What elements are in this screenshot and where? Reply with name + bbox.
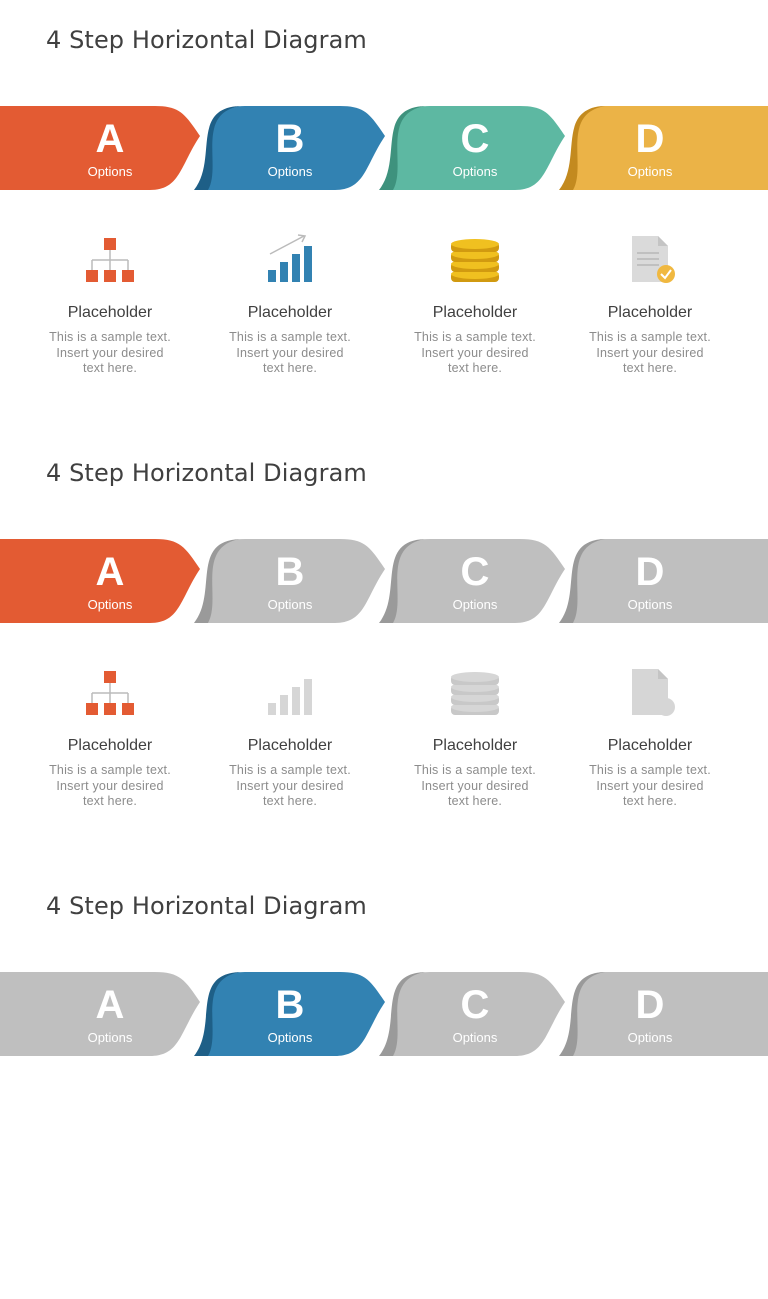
step-segment-a[interactable] — [0, 539, 200, 623]
step-letter: D — [635, 117, 665, 161]
step-label: Options — [267, 597, 313, 612]
placeholder-text-line: text here. — [447, 794, 503, 808]
placeholder-text: This is a sample text.Insert your desire… — [405, 330, 545, 377]
placeholder-text: This is a sample text.Insert your desire… — [220, 330, 360, 377]
step-label: Options — [627, 1030, 673, 1045]
step-label: Options — [267, 1030, 313, 1045]
placeholder-heading: Placeholder — [432, 737, 518, 754]
ribbon-fold — [379, 106, 425, 190]
placeholder-heading: Placeholder — [247, 304, 333, 321]
step-band — [0, 106, 768, 190]
step-label: Options — [267, 164, 313, 179]
step-letter: A — [95, 983, 125, 1027]
placeholder-heading: Placeholder — [67, 737, 153, 754]
slide-title: 4 Step Horizontal Diagram — [46, 26, 367, 54]
ribbon-fold — [559, 106, 605, 190]
placeholder-text: This is a sample text.Insert your desire… — [405, 763, 545, 810]
placeholder-text-line: Insert your desired — [421, 345, 529, 360]
step-letter: A — [95, 550, 125, 594]
step-segment-c[interactable] — [385, 539, 565, 623]
coins-icon — [451, 672, 499, 715]
placeholder-text-line: This is a sample text. — [49, 330, 171, 344]
placeholder-text-line: text here. — [447, 361, 503, 375]
org-chart-icon — [86, 238, 134, 282]
slide-title: 4 Step Horizontal Diagram — [46, 892, 367, 920]
placeholder-heading: Placeholder — [607, 737, 693, 754]
placeholder-heading: Placeholder — [67, 304, 153, 321]
placeholder-text-line: This is a sample text. — [589, 330, 711, 344]
coins-icon — [451, 239, 499, 282]
slide-title: 4 Step Horizontal Diagram — [46, 459, 367, 487]
step-label: Options — [87, 1030, 133, 1045]
placeholder-text-line: Insert your desired — [56, 345, 164, 360]
placeholder-text: This is a sample text.Insert your desire… — [40, 763, 180, 810]
step-label: Options — [627, 164, 673, 179]
step-letter: C — [460, 550, 490, 594]
step-segment-a[interactable] — [0, 106, 200, 190]
placeholder-text-line: Insert your desired — [596, 345, 704, 360]
step-letter: D — [635, 550, 665, 594]
bar-chart-icon — [268, 234, 312, 282]
step-letter: B — [275, 117, 305, 161]
step-segment-c[interactable] — [385, 106, 565, 190]
ribbon-fold — [559, 539, 605, 623]
step-letter: C — [460, 983, 490, 1027]
org-chart-icon — [86, 671, 134, 715]
placeholder-text-line: text here. — [82, 361, 138, 375]
ribbon-fold — [379, 539, 425, 623]
placeholder-text-line: This is a sample text. — [414, 330, 536, 344]
step-segment-b[interactable] — [200, 539, 385, 623]
placeholder-text: This is a sample text.Insert your desire… — [580, 763, 720, 810]
step-letter: C — [460, 117, 490, 161]
step-label: Options — [452, 1030, 498, 1045]
bar-chart-icon — [268, 679, 312, 715]
placeholder-text-line: Insert your desired — [421, 778, 529, 793]
placeholder-text-line: This is a sample text. — [414, 763, 536, 777]
placeholder-text-line: Insert your desired — [596, 778, 704, 793]
placeholder-text-line: text here. — [82, 794, 138, 808]
placeholder-text-line: Insert your desired — [236, 345, 344, 360]
step-letter: A — [95, 117, 125, 161]
document-icon — [632, 669, 675, 716]
step-label: Options — [87, 164, 133, 179]
step-label: Options — [87, 597, 133, 612]
placeholder-text: This is a sample text.Insert your desire… — [580, 330, 720, 377]
step-segment-d[interactable] — [565, 539, 768, 623]
step-label: Options — [452, 597, 498, 612]
placeholder-text-line: text here. — [262, 794, 318, 808]
placeholder-text-line: This is a sample text. — [589, 763, 711, 777]
placeholder-text: This is a sample text.Insert your desire… — [40, 330, 180, 377]
ribbon-fold — [194, 539, 240, 623]
step-label: Options — [627, 597, 673, 612]
placeholder-text-line: text here. — [262, 361, 318, 375]
placeholder-text-line: This is a sample text. — [229, 763, 351, 777]
placeholder-text-line: This is a sample text. — [229, 330, 351, 344]
step-letter: D — [635, 983, 665, 1027]
placeholder-text-line: Insert your desired — [56, 778, 164, 793]
step-letter: B — [275, 983, 305, 1027]
step-band — [0, 539, 768, 623]
step-label: Options — [452, 164, 498, 179]
step-segment-d[interactable] — [565, 106, 768, 190]
ribbon-fold — [194, 106, 240, 190]
placeholder-heading: Placeholder — [247, 737, 333, 754]
step-segment-b[interactable] — [200, 106, 385, 190]
placeholder-text-line: text here. — [622, 361, 678, 375]
step-letter: B — [275, 550, 305, 594]
placeholder-text-line: Insert your desired — [236, 778, 344, 793]
placeholder-text-line: This is a sample text. — [49, 763, 171, 777]
document-check-icon — [632, 236, 675, 283]
placeholder-text-line: text here. — [622, 794, 678, 808]
placeholder-heading: Placeholder — [432, 304, 518, 321]
placeholder-heading: Placeholder — [607, 304, 693, 321]
placeholder-text: This is a sample text.Insert your desire… — [220, 763, 360, 810]
